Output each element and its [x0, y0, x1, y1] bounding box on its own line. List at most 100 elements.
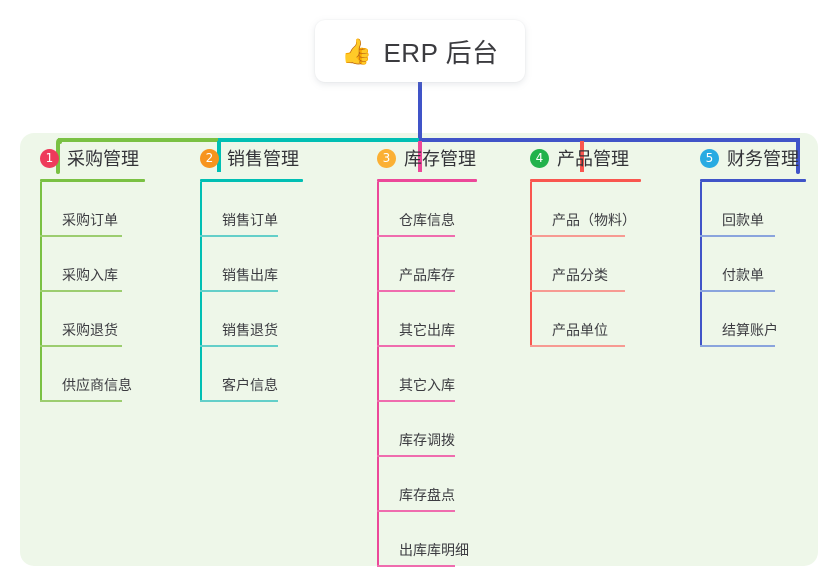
branch-item-underline: [200, 400, 278, 402]
branch-item-label: 客户信息: [222, 377, 278, 393]
branch-item[interactable]: 供应商信息: [40, 347, 145, 402]
branch-item-underline: [377, 345, 455, 347]
branch-item-label: 采购订单: [62, 212, 118, 228]
branch-item-label: 仓库信息: [399, 212, 455, 228]
branch-underline-4: [530, 179, 641, 182]
branch-column-5: 5 财务管理回款单付款单结算账户: [700, 146, 806, 347]
branch-item-underline: [377, 455, 455, 457]
branch-item[interactable]: 产品单位: [530, 292, 641, 347]
branch-spine-3: [377, 182, 379, 567]
branch-item-underline: [377, 290, 455, 292]
branch-item[interactable]: 销售订单: [200, 182, 303, 237]
branch-items-4: 产品（物料） 产品分类产品单位: [530, 182, 641, 347]
branch-item-label: 产品（物料）: [552, 212, 636, 228]
branch-item-label: 采购退货: [62, 322, 118, 338]
branch-item-label: 付款单: [722, 267, 764, 283]
branch-item-underline: [377, 510, 455, 512]
branch-underline-3: [377, 179, 477, 182]
branch-underline-2: [200, 179, 303, 182]
branch-item-underline: [200, 290, 278, 292]
branch-header-4[interactable]: 4 产品管理: [530, 146, 641, 170]
branch-header-1[interactable]: 1 采购管理: [40, 146, 145, 170]
branch-item-underline: [377, 235, 455, 237]
branch-badge-4: 4: [530, 148, 549, 168]
branch-item-label: 库存盘点: [399, 487, 455, 503]
branch-header-5[interactable]: 5 财务管理: [700, 146, 806, 170]
branches-panel: [20, 133, 818, 566]
branch-item[interactable]: 采购退货: [40, 292, 145, 347]
branch-item[interactable]: 其它入库: [377, 347, 477, 402]
branch-item[interactable]: 销售退货: [200, 292, 303, 347]
branch-spine-1: [40, 182, 42, 402]
branch-spine-5: [700, 182, 702, 347]
branch-item-label: 其它入库: [399, 377, 455, 393]
branch-item[interactable]: 库存调拨: [377, 402, 477, 457]
branch-item-underline: [700, 290, 775, 292]
branch-item-label: 销售退货: [222, 322, 278, 338]
branch-item[interactable]: 付款单: [700, 237, 806, 292]
branch-title-3: 库存管理: [404, 149, 476, 169]
branch-spine-4: [530, 182, 532, 347]
branch-underline-1: [40, 179, 145, 182]
branch-item-underline: [700, 345, 775, 347]
branch-column-4: 4 产品管理产品（物料） 产品分类产品单位: [530, 146, 641, 347]
branch-title-5: 财务管理: [727, 149, 799, 169]
branch-item[interactable]: 采购入库: [40, 237, 145, 292]
branch-column-2: 2 销售管理销售订单销售出库销售退货客户信息: [200, 146, 303, 402]
branch-item[interactable]: 库存盘点: [377, 457, 477, 512]
branch-item-underline: [40, 400, 122, 402]
branch-item-underline: [377, 400, 455, 402]
branch-item-underline: [200, 345, 278, 347]
branch-item-underline: [530, 345, 625, 347]
branch-item[interactable]: 结算账户: [700, 292, 806, 347]
branch-item-label: 回款单: [722, 212, 764, 228]
branch-badge-3: 3: [377, 148, 396, 168]
branch-item[interactable]: 仓库信息: [377, 182, 477, 237]
branch-title-2: 销售管理: [227, 149, 299, 169]
branch-items-2: 销售订单销售出库销售退货客户信息: [200, 182, 303, 402]
branch-item[interactable]: 销售出库: [200, 237, 303, 292]
branch-title-1: 采购管理: [67, 149, 139, 169]
branch-item-underline: [700, 235, 775, 237]
branch-item-underline: [377, 565, 455, 567]
branch-items-3: 仓库信息产品库存其它出库其它入库库存调拨库存盘点出库库明细: [377, 182, 477, 567]
branch-badge-5: 5: [700, 148, 719, 168]
root-node[interactable]: 👍 ERP 后台: [315, 20, 525, 82]
branch-badge-2: 2: [200, 148, 219, 168]
branch-item-underline: [40, 345, 122, 347]
branch-item[interactable]: 产品分类: [530, 237, 641, 292]
branch-item-underline: [530, 235, 625, 237]
branch-item[interactable]: 出库库明细: [377, 512, 477, 567]
branch-item[interactable]: 其它出库: [377, 292, 477, 347]
branch-spine-2: [200, 182, 202, 402]
branch-item[interactable]: 回款单: [700, 182, 806, 237]
branch-column-1: 1 采购管理采购订单采购入库采购退货供应商信息: [40, 146, 145, 402]
thumbs-up-icon: 👍: [341, 36, 373, 66]
branch-item[interactable]: 产品（物料）: [530, 182, 641, 237]
branch-items-5: 回款单付款单结算账户: [700, 182, 806, 347]
root-title: ERP 后台: [383, 37, 499, 68]
branch-item-underline: [530, 290, 625, 292]
branch-item-label: 产品单位: [552, 322, 608, 338]
branch-item-label: 产品库存: [399, 267, 455, 283]
branch-item[interactable]: 采购订单: [40, 182, 145, 237]
branch-badge-1: 1: [40, 148, 59, 168]
branch-header-2[interactable]: 2 销售管理: [200, 146, 303, 170]
branch-item-label: 销售出库: [222, 267, 278, 283]
branch-item[interactable]: 客户信息: [200, 347, 303, 402]
branch-item-label: 出库库明细: [399, 542, 469, 558]
branch-item[interactable]: 产品库存: [377, 237, 477, 292]
branch-item-label: 供应商信息: [62, 377, 132, 393]
branch-underline-5: [700, 179, 806, 182]
branch-item-label: 采购入库: [62, 267, 118, 283]
branch-item-label: 销售订单: [222, 212, 278, 228]
branch-item-underline: [40, 290, 122, 292]
branch-column-3: 3 库存管理仓库信息产品库存其它出库其它入库库存调拨库存盘点出库库明细: [377, 146, 477, 567]
branch-item-label: 库存调拨: [399, 432, 455, 448]
branch-item-label: 其它出库: [399, 322, 455, 338]
branch-item-label: 结算账户: [722, 322, 778, 338]
branch-title-4: 产品管理: [557, 149, 629, 169]
branch-items-1: 采购订单采购入库采购退货供应商信息: [40, 182, 145, 402]
branch-header-3[interactable]: 3 库存管理: [377, 146, 477, 170]
